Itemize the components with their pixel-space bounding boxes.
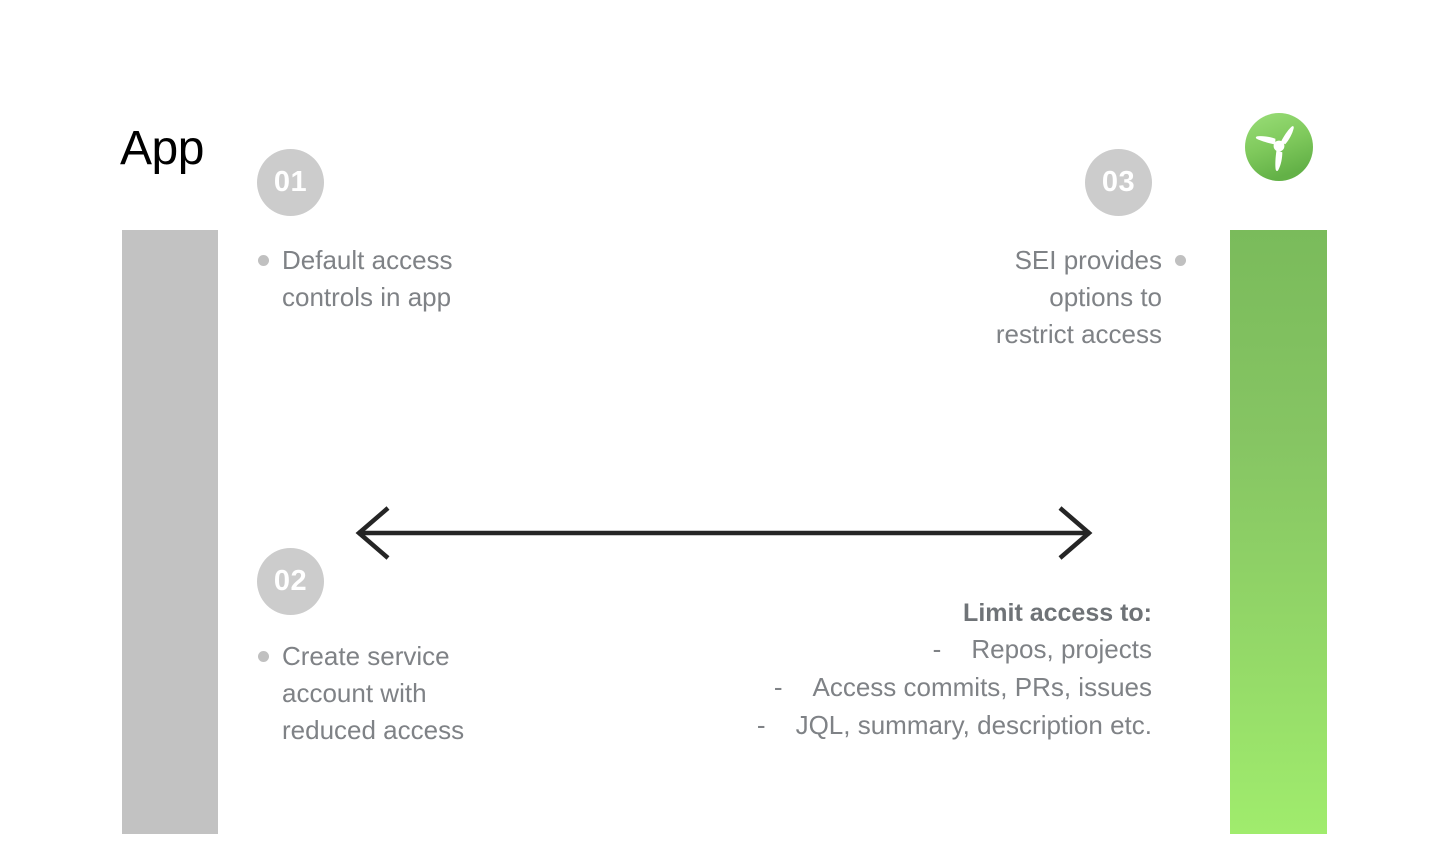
right-green-bar (1230, 230, 1327, 834)
step-text-01: Default access controls in app (258, 242, 518, 316)
step-text-03-label: SEI provides options to restrict access (995, 245, 1162, 349)
limit-access-dash: - (756, 710, 766, 740)
step-text-02: Create service account with reduced acce… (258, 638, 518, 749)
bullet-dot-icon (258, 651, 269, 662)
limit-access-dash: - (773, 672, 783, 702)
limit-access-dash: - (932, 634, 942, 664)
page-title: App (120, 122, 204, 175)
step-badge-03[interactable]: 03 (1085, 149, 1152, 216)
step-badge-02[interactable]: 02 (257, 548, 324, 615)
limit-access-item-label: Repos, projects (971, 634, 1152, 664)
limit-access-list: Limit access to: - Repos, projects - Acc… (640, 596, 1152, 744)
limit-access-item: - Access commits, PRs, issues (640, 668, 1152, 706)
left-grey-bar (122, 230, 218, 834)
propeller-logo (1244, 112, 1314, 182)
limit-access-item-label: Access commits, PRs, issues (812, 672, 1152, 702)
step-text-03: SEI provides options to restrict access (930, 242, 1186, 353)
step-text-02-label: Create service account with reduced acce… (282, 641, 465, 745)
step-text-01-label: Default access controls in app (282, 245, 453, 312)
bullet-dot-icon (1175, 255, 1186, 266)
limit-access-item-label: JQL, summary, description etc. (795, 710, 1152, 740)
limit-access-item: - Repos, projects (640, 630, 1152, 668)
step-badge-01[interactable]: 01 (257, 149, 324, 216)
limit-access-heading: Limit access to: (963, 599, 1152, 627)
bidirectional-arrow (348, 505, 1100, 561)
bullet-dot-icon (258, 255, 269, 266)
limit-access-item: - JQL, summary, description etc. (640, 706, 1152, 744)
